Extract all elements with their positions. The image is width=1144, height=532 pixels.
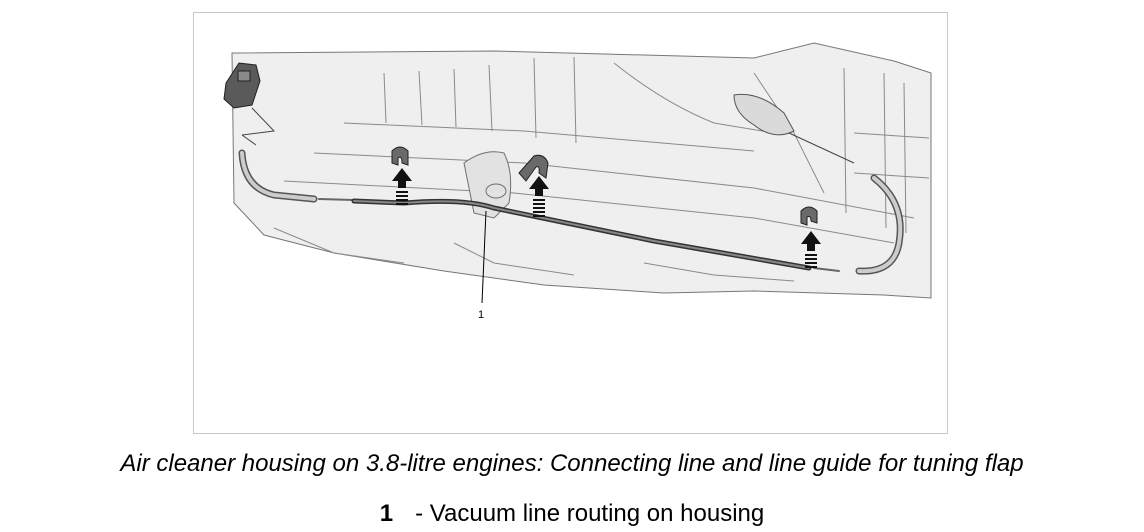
figure-frame: 1: [193, 12, 948, 434]
arrow-icon: [801, 231, 821, 268]
arrow-icon: [529, 176, 549, 217]
line-guide-clip-1: [391, 146, 409, 166]
valve-connector: [223, 62, 261, 109]
line-guide-clip-3: [800, 206, 818, 226]
line-guide-clip-2: [518, 154, 549, 182]
air-cleaner-housing-illustration: 1: [223, 42, 932, 321]
legend-text: - Vacuum line routing on housing: [415, 500, 765, 527]
arrow-icon: [392, 168, 412, 205]
legend-number: 1: [379, 500, 394, 527]
right-elbow-piece: [733, 93, 855, 164]
callout-leader-line: [481, 210, 487, 304]
housing-body: [231, 42, 932, 299]
connector-leader: [241, 107, 276, 146]
callout-label-1: 1: [478, 309, 484, 321]
vacuum-line: [238, 149, 904, 275]
legend-item: 1 - Vacuum line routing on housing: [0, 498, 1144, 530]
figure-caption: Air cleaner housing on 3.8-litre engines…: [120, 450, 1024, 477]
